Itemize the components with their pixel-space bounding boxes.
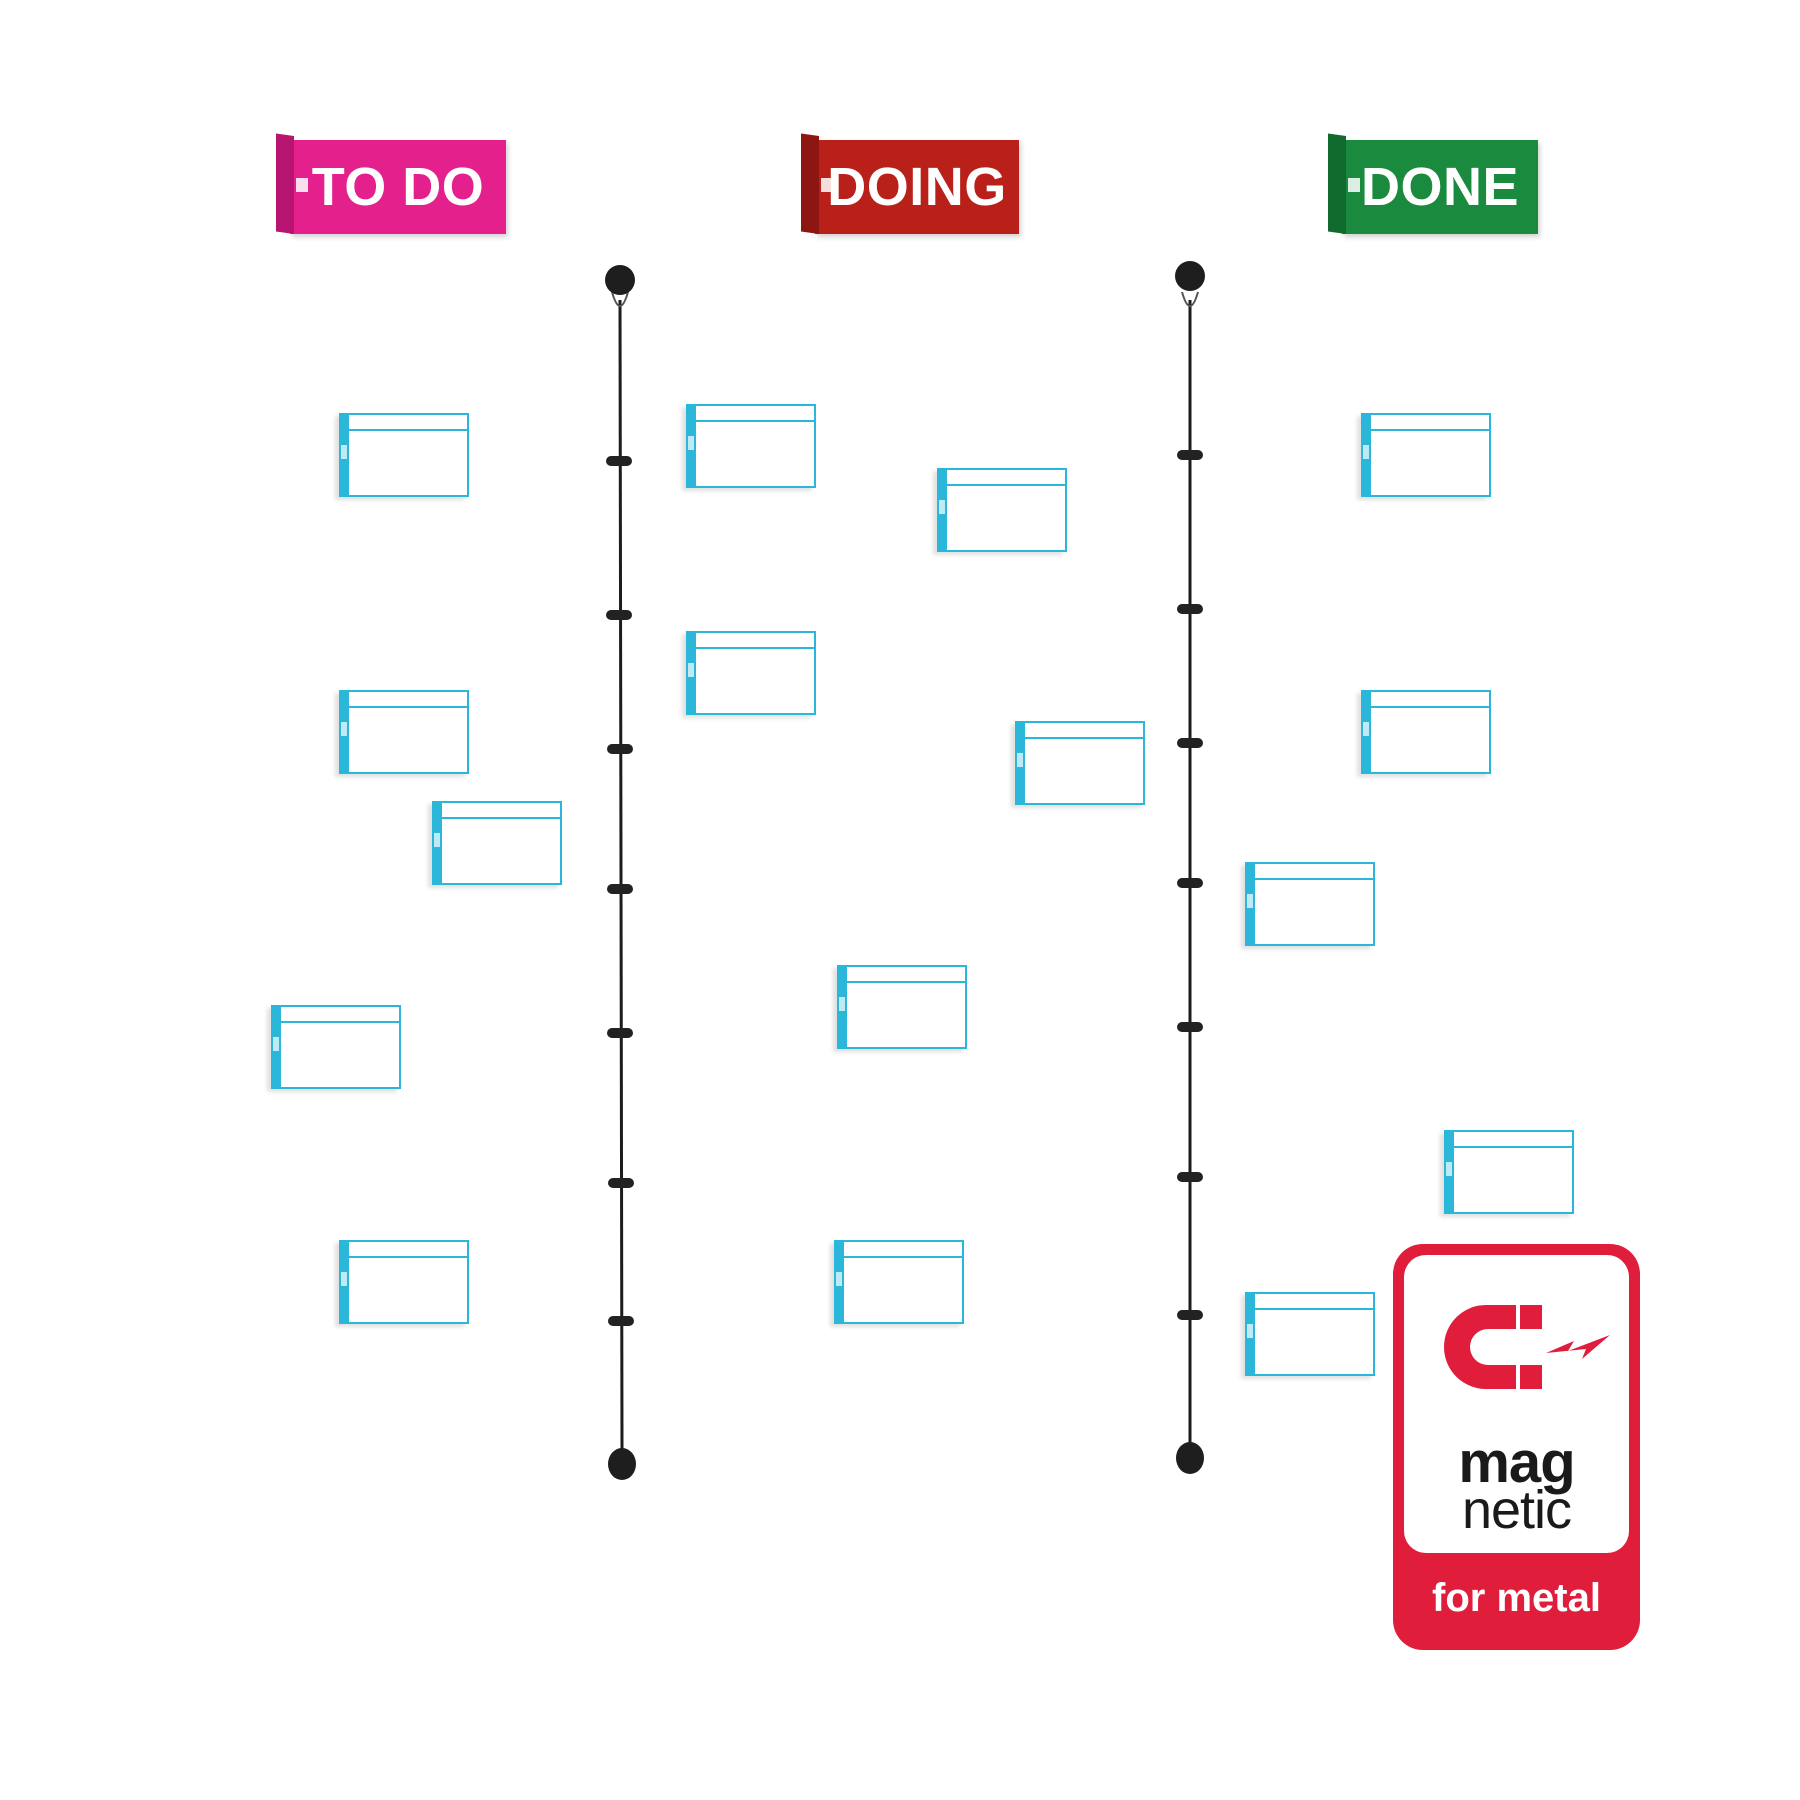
task-card[interactable]: [339, 690, 469, 774]
column-header-doing-label: DOING: [827, 157, 1007, 217]
task-card[interactable]: [1361, 690, 1491, 774]
task-card[interactable]: [937, 468, 1067, 552]
divider-string-right: [1175, 261, 1205, 1474]
column-header-done: DONE: [1328, 133, 1538, 234]
magnet-top-icon: [1175, 261, 1205, 291]
string-bead: [1177, 1310, 1203, 1320]
string-bead: [608, 1178, 634, 1188]
task-card[interactable]: [339, 1240, 469, 1324]
task-card[interactable]: [1245, 1292, 1375, 1376]
task-card[interactable]: [339, 413, 469, 497]
string-bead: [1177, 1022, 1203, 1032]
column-header-todo: TO DO: [276, 133, 506, 234]
string-bead: [608, 1316, 634, 1326]
header-tag: [296, 178, 308, 192]
task-card[interactable]: [686, 631, 816, 715]
string-bead: [607, 744, 633, 754]
divider-string-left: [605, 265, 636, 1480]
string-bead: [1177, 878, 1203, 888]
header-tag: [821, 178, 833, 192]
string-bead: [607, 884, 633, 894]
string-bead: [1177, 604, 1203, 614]
string-bead: [1177, 450, 1203, 460]
magnet-icon: [1444, 1305, 1610, 1389]
task-card[interactable]: [1361, 413, 1491, 497]
string-bead: [606, 610, 632, 620]
task-card[interactable]: [686, 404, 816, 488]
task-card[interactable]: [837, 965, 967, 1049]
badge-text-netic: netic: [1461, 1480, 1572, 1540]
task-card[interactable]: [1245, 862, 1375, 946]
string-bead: [1177, 738, 1203, 748]
column-header-doing: DOING: [801, 133, 1019, 234]
magnet-top-icon: [605, 265, 635, 295]
header-tag: [1348, 178, 1360, 192]
task-card[interactable]: [1444, 1130, 1574, 1214]
column-header-done-label: DONE: [1360, 157, 1519, 217]
badge-inner: mag netic: [1404, 1255, 1629, 1553]
string-bead: [607, 1028, 633, 1038]
task-card[interactable]: [834, 1240, 964, 1324]
magnet-bottom-icon: [1176, 1442, 1204, 1474]
task-card[interactable]: [432, 801, 562, 885]
task-card[interactable]: [1015, 721, 1145, 805]
string-bead: [606, 456, 632, 466]
task-card[interactable]: [271, 1005, 401, 1089]
string-bead: [1177, 1172, 1203, 1182]
magnetic-badge: mag netic for metal: [1393, 1244, 1640, 1650]
badge-text-for-metal: for metal: [1432, 1576, 1601, 1620]
badge-text-mag: mag: [1458, 1430, 1575, 1495]
column-header-todo-label: TO DO: [311, 157, 485, 217]
magnet-bottom-icon: [608, 1448, 636, 1480]
